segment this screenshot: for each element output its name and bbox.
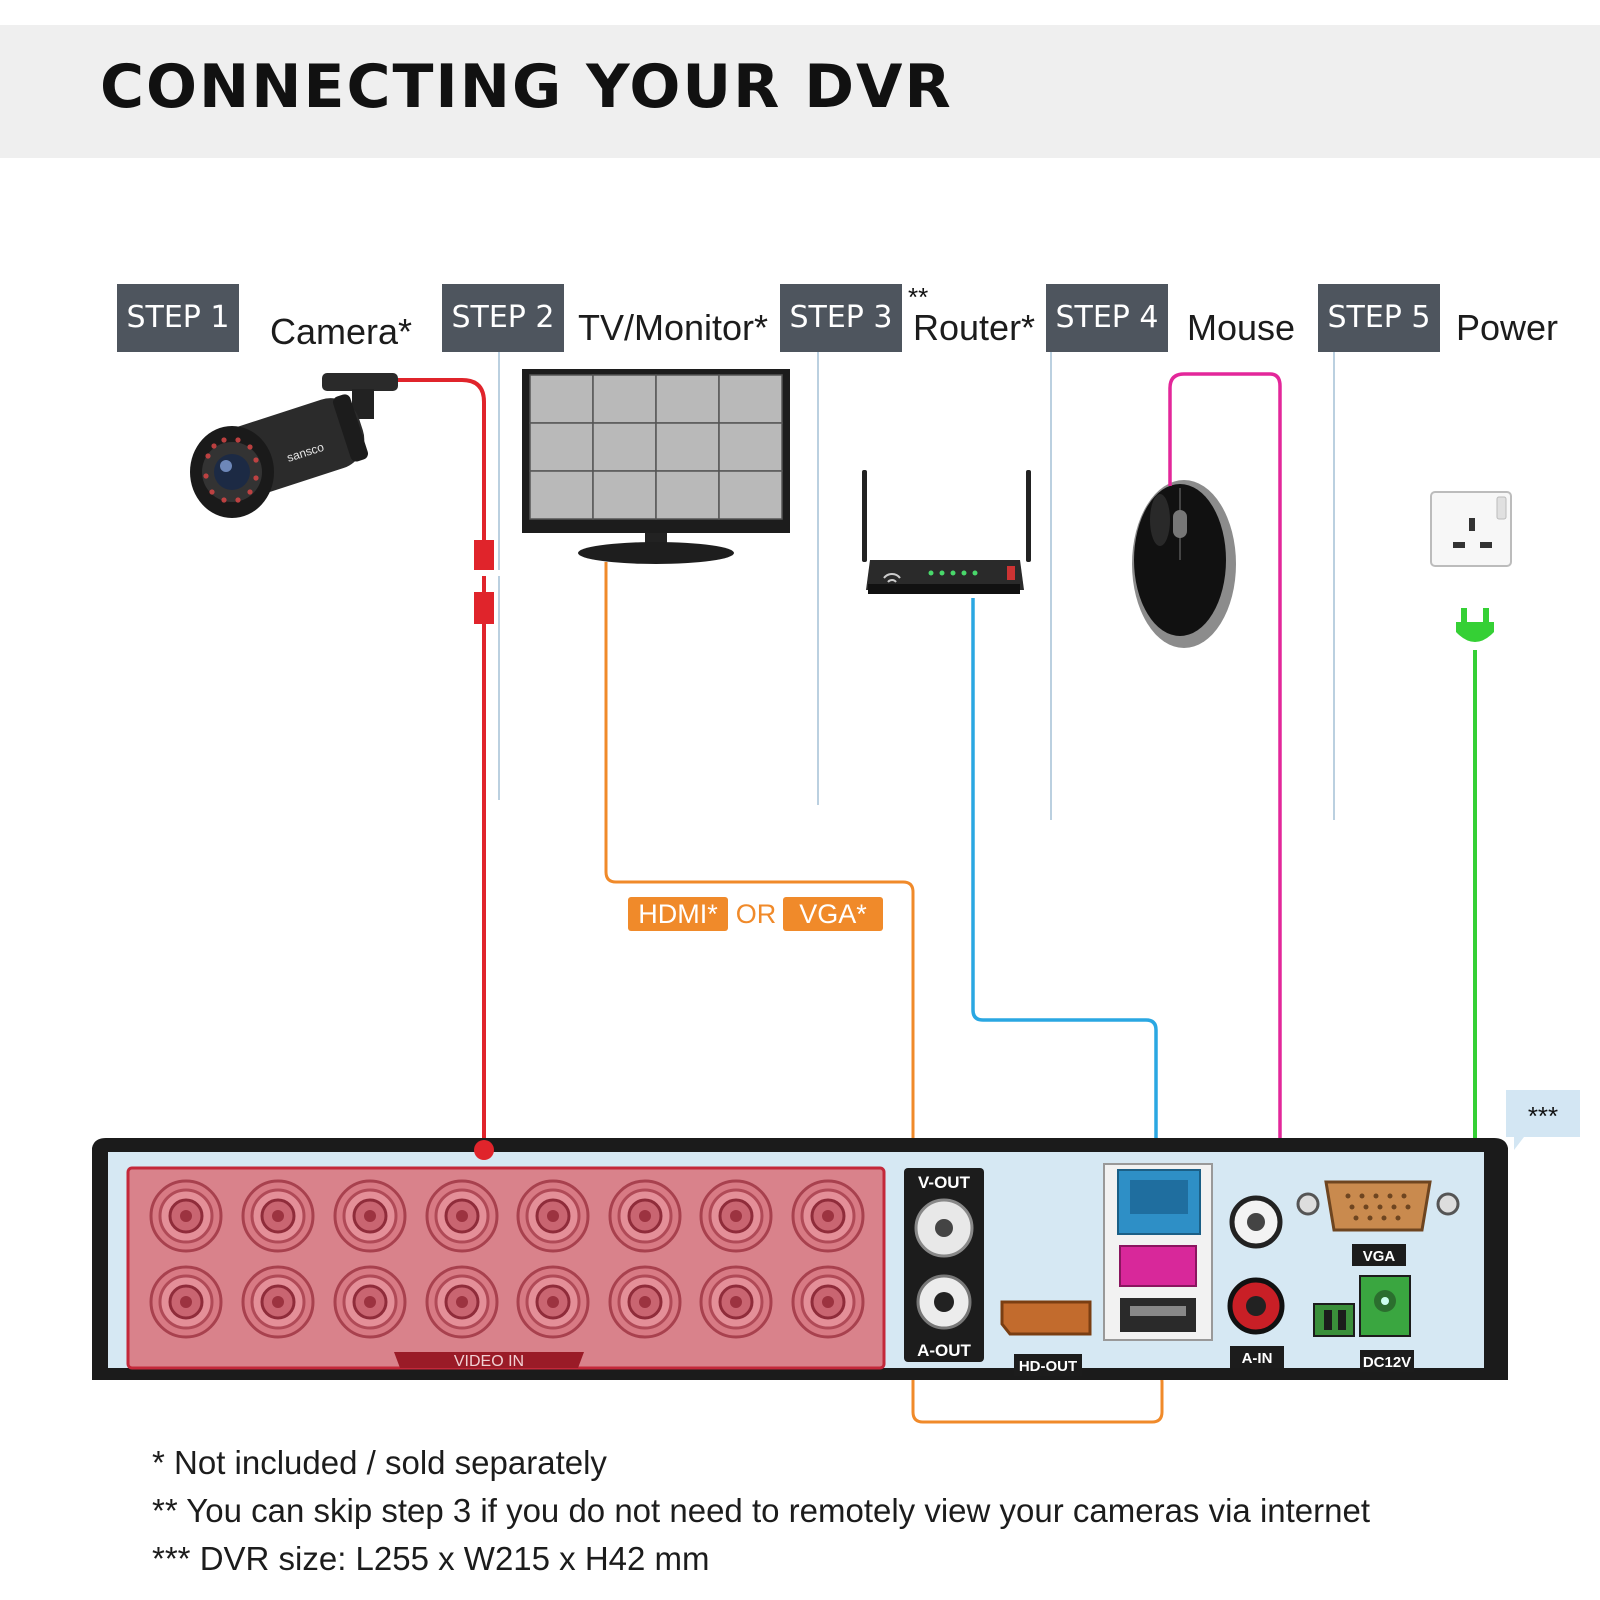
step-5-label: Power [1456, 307, 1559, 348]
dvr-rear-panel: VIDEO IN [92, 1138, 1508, 1380]
router-cable [971, 598, 1158, 1160]
wifi-router-icon [862, 470, 1031, 594]
video-in-port-11 [333, 1265, 407, 1339]
vga-output-label: VGA* [799, 899, 867, 929]
video-in-port-14 [608, 1265, 682, 1339]
step-4-label: Mouse [1187, 307, 1296, 348]
step-5-badge: STEP 5 [1318, 284, 1440, 352]
hdmi-label: HDMI* [638, 899, 718, 929]
video-in-bnc-ports [149, 1179, 865, 1339]
step-leader-lines [498, 352, 1335, 820]
video-in-port-8 [791, 1179, 865, 1253]
video-in-port-5 [516, 1179, 590, 1253]
video-in-label-bar [394, 1352, 584, 1368]
video-in-port-9 [149, 1265, 223, 1339]
header-band [0, 25, 1600, 158]
tv-monitor-icon [522, 369, 790, 564]
v-out-label: V-OUT [918, 1173, 971, 1192]
step-3-mark: ** [908, 282, 929, 312]
dc12v-label: DC12V [1363, 1354, 1411, 1371]
step-2-label: TV/Monitor* [578, 307, 769, 348]
hdmi-tag [628, 897, 728, 931]
video-in-port-1 [149, 1179, 223, 1253]
power-plug-icon [1456, 608, 1494, 642]
footnote-skip-step-3: ** You can skip step 3 if you do not nee… [152, 1492, 1371, 1529]
video-in-port-12 [425, 1265, 499, 1339]
video-in-port-4 [425, 1179, 499, 1253]
mouse-icon [1132, 480, 1236, 648]
video-in-port-16 [791, 1265, 865, 1339]
cable-connector-lower [474, 592, 494, 624]
page-title: CONNECTING YOUR DVR [100, 52, 953, 122]
hdmi-port [1000, 1300, 1092, 1336]
wall-socket-icon [1430, 491, 1512, 567]
bullet-camera-icon: sansco [190, 373, 398, 518]
a-out-label: A-OUT [917, 1341, 971, 1360]
camera-cable-endpoint [474, 1140, 494, 1160]
video-in-port-13 [516, 1265, 590, 1339]
video-in-port-6 [608, 1179, 682, 1253]
cable-connector-upper [474, 540, 494, 570]
camera-cable [398, 378, 486, 1150]
or-label: OR [736, 899, 777, 929]
step-4-badge: STEP 4 [1046, 284, 1168, 352]
step-1-badge: STEP 1 [117, 284, 239, 352]
video-in-port-2 [241, 1179, 315, 1253]
footnote-dvr-size: *** DVR size: L255 x W215 x H42 mm [152, 1540, 710, 1577]
step-1-label: Camera* [270, 311, 413, 352]
usb-port-top [1119, 1245, 1197, 1287]
size-callout [1506, 1090, 1580, 1150]
vga-screw-left [1296, 1192, 1320, 1216]
video-in-port-3 [333, 1179, 407, 1253]
terminal-block [1313, 1303, 1355, 1337]
hd-out-label: HD-OUT [1019, 1358, 1077, 1375]
video-in-port-15 [699, 1265, 773, 1339]
vga-port-label: VGA [1363, 1248, 1396, 1265]
size-callout-mark: *** [1528, 1101, 1558, 1131]
vga-screw-right [1436, 1192, 1460, 1216]
a-in-label: A-IN [1242, 1350, 1273, 1367]
step-3-badge: STEP 3 [780, 284, 902, 352]
footnote-not-included: * Not included / sold separately [152, 1444, 607, 1481]
av-out-block [904, 1168, 984, 1362]
vga-tag [783, 897, 883, 931]
step-3-label: Router* [913, 307, 1036, 348]
video-in-port-10 [241, 1265, 315, 1339]
step-2-badge: STEP 2 [442, 284, 564, 352]
video-in-port-7 [699, 1179, 773, 1253]
video-in-label: VIDEO IN [454, 1353, 524, 1370]
